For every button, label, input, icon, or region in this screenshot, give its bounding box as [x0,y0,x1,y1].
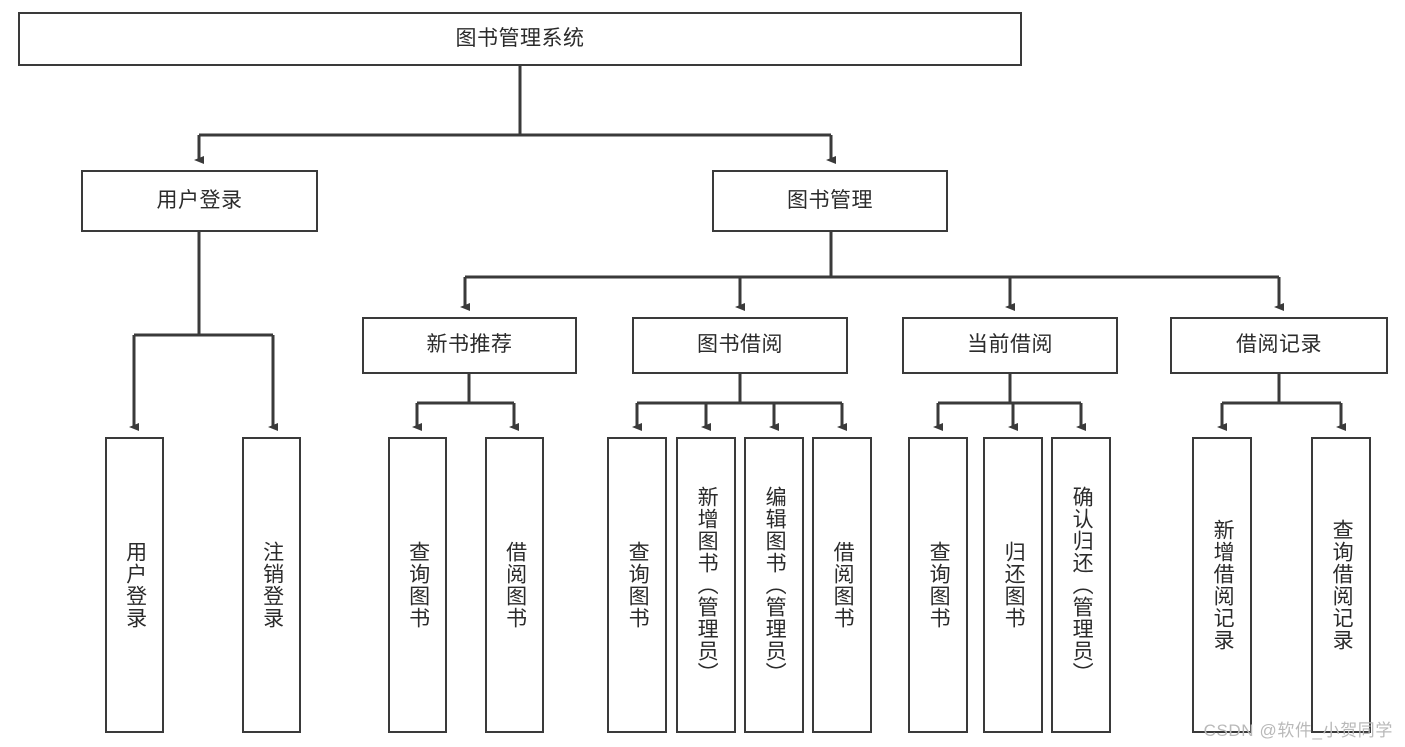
node-label: 新增图书（管理员） [695,486,719,684]
leaf-return-book[interactable]: 归还图书 [983,437,1043,733]
node-label: 当前借阅 [967,333,1053,357]
leaf-user-login[interactable]: 用户登录 [105,437,164,733]
node-book-borrowing[interactable]: 图书借阅 [632,317,848,374]
node-label: 注销登录 [260,541,284,629]
node-label: 借阅记录 [1236,333,1322,357]
leaf-add-book-admin[interactable]: 新增图书（管理员） [676,437,736,733]
node-label: 新增借阅记录 [1211,519,1235,651]
node-current-borrowing[interactable]: 当前借阅 [902,317,1118,374]
node-label: 图书管理系统 [455,26,585,50]
node-label: 图书管理 [787,188,873,212]
node-label: 借阅图书 [503,541,527,629]
node-label: 用户登录 [123,541,147,629]
leaf-logout[interactable]: 注销登录 [242,437,301,733]
leaf-add-borrow-record[interactable]: 新增借阅记录 [1192,437,1252,733]
leaf-query-borrow-record[interactable]: 查询借阅记录 [1311,437,1371,733]
node-label: 借阅图书 [831,541,855,629]
leaf-query-book-2[interactable]: 查询图书 [607,437,667,733]
leaf-query-book-1[interactable]: 查询图书 [388,437,447,733]
node-label: 用户登录 [156,188,243,212]
node-new-book-recommendation[interactable]: 新书推荐 [362,317,577,374]
leaf-query-book-3[interactable]: 查询图书 [908,437,968,733]
node-root-system[interactable]: 图书管理系统 [18,12,1022,66]
leaf-borrow-book-2[interactable]: 借阅图书 [812,437,872,733]
node-user-login[interactable]: 用户登录 [81,170,318,232]
leaf-edit-book-admin[interactable]: 编辑图书（管理员） [744,437,804,733]
node-label: 查询图书 [406,541,430,629]
csdn-watermark: CSDN @软件_小贺同学 [1203,721,1393,740]
node-label: 编辑图书（管理员） [763,486,787,684]
node-book-management[interactable]: 图书管理 [712,170,948,232]
node-label: 查询图书 [927,541,951,629]
node-borrow-records[interactable]: 借阅记录 [1170,317,1388,374]
node-label: 新书推荐 [426,333,513,357]
leaf-borrow-book-1[interactable]: 借阅图书 [485,437,544,733]
node-label: 归还图书 [1002,541,1026,629]
node-label: 查询借阅记录 [1330,519,1354,651]
node-label: 确认归还（管理员） [1070,486,1094,684]
leaf-confirm-return-admin[interactable]: 确认归还（管理员） [1051,437,1111,733]
node-label: 查询图书 [626,541,650,629]
node-label: 图书借阅 [697,333,783,357]
